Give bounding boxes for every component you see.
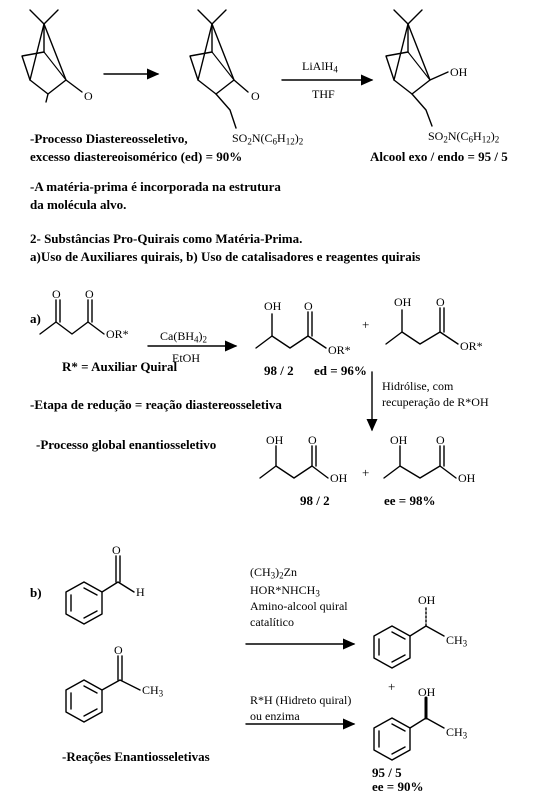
camphor-sulfonamide-structure [189, 9, 249, 129]
ester-or-label-2: OR* [328, 343, 351, 357]
acid-o-label-2: O [436, 433, 445, 447]
phenylethanol-1-structure [373, 605, 445, 669]
hydride-line-2: ou enzima [250, 709, 300, 723]
ee-a: ee = 98% [384, 493, 436, 508]
section-2-heading: 2- Substâncias Pro-Quirais como Matéria-… [30, 231, 303, 246]
alcohol-oh-label: OH [450, 65, 468, 79]
ratio-a2: 98 / 2 [300, 493, 330, 508]
exo-alcohol-structure [385, 9, 449, 127]
reagent-label: LiAlH4 [302, 59, 338, 75]
reduction-step: -Etapa de redução = reação diastereossel… [30, 397, 282, 412]
note-line-1: -A matéria-prima é incorporada na estrut… [30, 179, 281, 194]
part-a-label: a) [30, 311, 41, 326]
acid-oh-label-1: OH [266, 433, 284, 447]
oh-label-a2: OH [394, 295, 412, 309]
acid-oh-label-2: OH [390, 433, 408, 447]
reagent-b4: catalítico [250, 615, 294, 629]
phenylethanol-2-structure [373, 696, 445, 761]
global-process: -Processo global enantiosseletivo [36, 437, 217, 452]
ratio-a: 98 / 2 [264, 363, 294, 378]
hydroxy-acid-2-structure [383, 445, 457, 479]
hydroxy-acid-1-structure [259, 445, 329, 479]
keto-oxygen-2: O [85, 287, 94, 301]
ratio-b: 95 / 5 [372, 765, 402, 780]
enantioselective-reactions: -Reações Enantiosseletivas [62, 749, 210, 764]
exo-endo-ratio: Alcool exo / endo = 95 / 5 [370, 149, 508, 164]
plus-sign-b: + [388, 679, 396, 694]
keto-ester-structure [39, 299, 105, 335]
solvent-label: THF [312, 87, 335, 101]
product-ch3-1: CH3 [446, 633, 468, 649]
reagent-b1: (CH3)2Zn [250, 565, 298, 581]
ester-or-label-1: OR* [106, 327, 129, 341]
o-label-a2: O [436, 295, 445, 309]
acid-cooh-label-2: OH [458, 471, 476, 485]
hydrolysis-line-2: recuperação de R*OH [382, 395, 489, 409]
o-label-a1: O [304, 299, 313, 313]
camphor-structure [21, 9, 83, 103]
part-b-label: b) [30, 585, 42, 600]
oh-label-a1: OH [264, 299, 282, 313]
acetophenone-ch3: CH3 [142, 683, 164, 699]
aldehyde-oxygen: O [112, 543, 121, 557]
plus-sign-a2: + [362, 465, 370, 480]
aldehyde-hydrogen: H [136, 585, 145, 599]
hydrolysis-line-1: Hidrólise, com [382, 379, 454, 393]
auxiliary-definition: R* = Auxiliar Quiral [62, 359, 178, 374]
process-line-1: -Processo Diastereosseletivo, [30, 131, 188, 146]
plus-sign-a: + [362, 317, 370, 332]
section-2-subheading: a)Uso de Auxiliares quirais, b) Uso de c… [30, 249, 421, 264]
keto-oxygen-1: O [52, 287, 61, 301]
sulfonamide-label-1: SO2N(C6H12)2 [232, 131, 304, 147]
sulfonamide-label-2: SO2N(C6H12)2 [428, 129, 500, 145]
ester-or-label-3: OR* [460, 339, 483, 353]
product-oh-1: OH [418, 593, 436, 607]
hydroxy-ester-2-structure [385, 307, 459, 345]
process-line-2: excesso diastereoisomérico (ed) = 90% [30, 149, 243, 164]
acetophenone-structure [65, 655, 141, 723]
benzaldehyde-structure [65, 555, 135, 625]
note-line-2: da molécula alvo. [30, 197, 127, 212]
acid-cooh-label-1: OH [330, 471, 348, 485]
reagent-b2: HOR*NHCH3 [250, 583, 320, 599]
solvent-a-label: EtOH [172, 351, 200, 365]
hydride-line-1: R*H (Hidreto quiral) [250, 693, 352, 707]
reagent-a-label: Ca(BH4)2 [160, 329, 207, 345]
ketone-oxygen-b: O [114, 643, 123, 657]
reagent-b3: Amino-alcool quiral [250, 599, 348, 613]
acid-o-label-1: O [308, 433, 317, 447]
ketone2-oxygen-label: O [251, 89, 260, 103]
product-ch3-2: CH3 [446, 725, 468, 741]
ee-b: ee = 90% [372, 779, 424, 794]
ketone-oxygen-label: O [84, 89, 93, 103]
ed-a: ed = 96% [314, 363, 367, 378]
hydroxy-ester-1-structure [255, 311, 327, 349]
product-oh-2: OH [418, 685, 436, 699]
